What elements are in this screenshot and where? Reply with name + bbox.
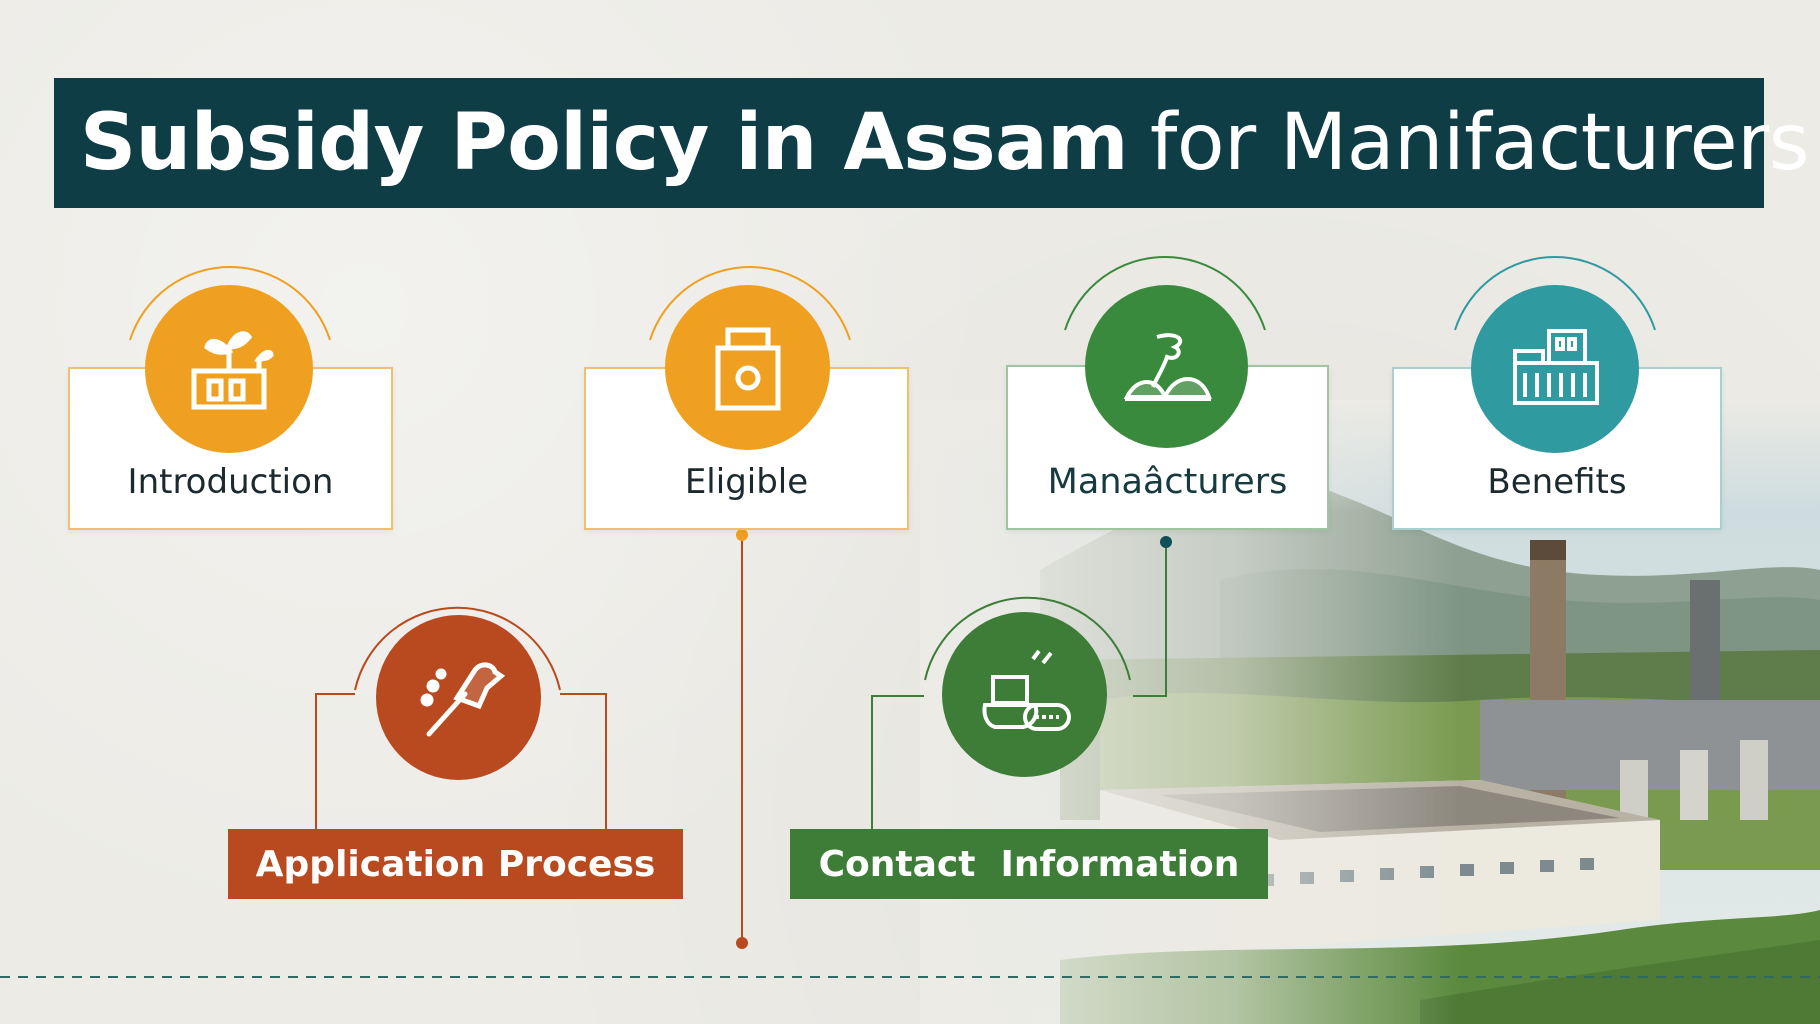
crop-plant-icon	[1085, 285, 1248, 448]
plant-box-icon	[145, 285, 313, 453]
application-process-label: Application Process	[255, 843, 656, 885]
arc-manufacturers	[1064, 256, 1266, 331]
arc-benefits	[1454, 256, 1656, 331]
card-benefits-label: Benefits	[1487, 462, 1627, 502]
arc-contact	[924, 596, 1131, 681]
label-contact-information[interactable]: Contact Information	[790, 829, 1268, 899]
eligible-connector-dot	[736, 529, 748, 541]
manufacturers-connector-dot	[1160, 536, 1172, 548]
factory-landscape-image	[920, 400, 1820, 1024]
title-light: for Manifacturers	[1149, 98, 1809, 188]
arc-eligible	[649, 266, 851, 341]
tools-box-icon	[942, 612, 1107, 777]
arc-introduction	[129, 266, 331, 341]
arc-application	[354, 606, 561, 691]
label-application-process[interactable]: Application Process	[228, 829, 683, 899]
contact-information-label: Contact Information	[818, 843, 1240, 885]
bag-icon	[665, 285, 830, 450]
bottom-connector-dot	[736, 937, 748, 949]
card-introduction-label: Introduction	[127, 462, 334, 502]
card-eligible-label: Eligible	[684, 462, 809, 502]
title-bold: Subsidy Policy in Assam	[80, 98, 1129, 188]
pen-tool-icon	[376, 615, 541, 780]
card-manufacturers-label: Manaâcturers	[1047, 462, 1288, 502]
title-banner: Subsidy Policy in Assam for Manifacturer…	[54, 78, 1809, 208]
factory-building-icon	[1471, 285, 1639, 453]
